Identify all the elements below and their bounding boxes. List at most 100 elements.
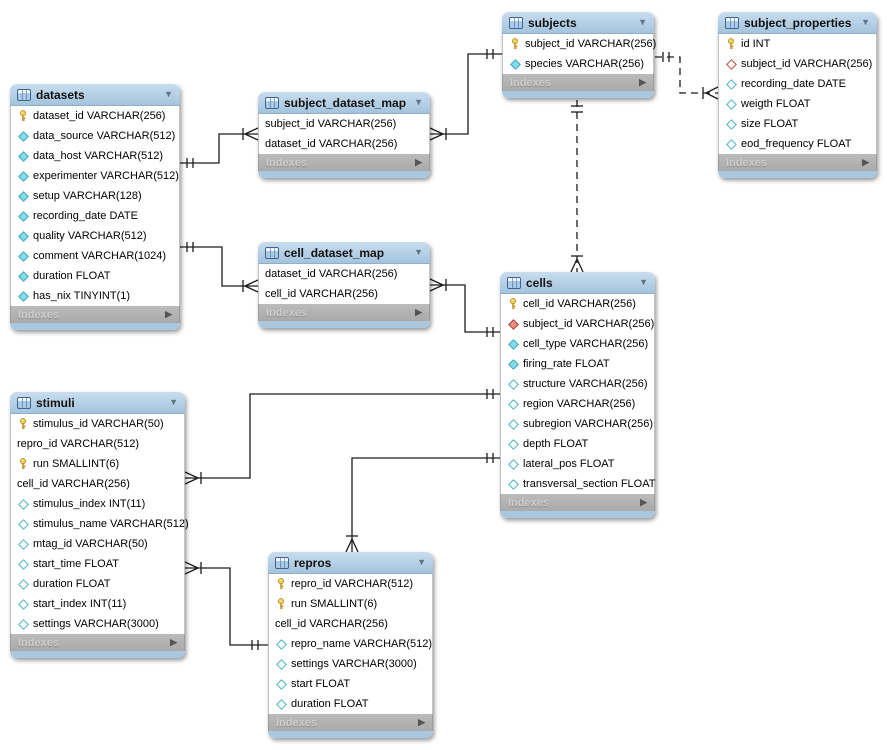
column-row[interactable]: start FLOAT	[269, 674, 432, 694]
column-row[interactable]: has_nix TINYINT(1)	[11, 286, 179, 306]
expand-arrow-icon[interactable]: ▶	[165, 309, 172, 319]
column-row[interactable]: duration FLOAT	[269, 694, 432, 714]
relationship-cell_dataset_map-cells[interactable]	[429, 278, 500, 337]
column-row[interactable]: subject_id VARCHAR(256)	[503, 34, 656, 54]
table-header[interactable]: stimuli▼	[10, 392, 185, 414]
table-header[interactable]: subjects▼	[502, 12, 654, 34]
column-row[interactable]: eod_frequency FLOAT	[719, 134, 876, 154]
relationship-subjects-cells[interactable]	[570, 100, 584, 273]
relationship-cells-repros[interactable]	[345, 453, 500, 553]
column-row[interactable]: subject_id VARCHAR(256)	[501, 314, 654, 334]
table-header[interactable]: repros▼	[268, 552, 433, 574]
table-stimuli[interactable]: stimuli▼stimulus_id VARCHAR(50)repro_id …	[10, 392, 189, 658]
table-subject_dataset_map[interactable]: subject_dataset_map▼subject_id VARCHAR(2…	[258, 92, 430, 178]
relationship-datasets-cell_dataset_map[interactable]	[180, 242, 259, 293]
indexes-footer[interactable]: Indexes▶	[258, 154, 430, 171]
relationship-cells-stimuli[interactable]	[184, 389, 500, 485]
column-row[interactable]: cell_type VARCHAR(256)	[501, 334, 654, 354]
column-row[interactable]: stimulus_name VARCHAR(512)	[11, 514, 189, 534]
indexes-footer[interactable]: Indexes▶	[502, 74, 654, 91]
relationship-subject_dataset_map-subjects[interactable]	[429, 49, 502, 141]
column-row[interactable]: duration FLOAT	[11, 266, 179, 286]
column-row[interactable]: depth FLOAT	[501, 434, 654, 454]
column-row[interactable]: setup VARCHAR(128)	[11, 186, 179, 206]
column-row[interactable]: size FLOAT	[719, 114, 876, 134]
table-header[interactable]: subject_properties▼	[718, 12, 877, 34]
table-cell_dataset_map[interactable]: cell_dataset_map▼dataset_id VARCHAR(256)…	[258, 242, 430, 328]
column-row[interactable]: weigth FLOAT	[719, 94, 876, 114]
expand-arrow-icon[interactable]: ▶	[640, 497, 647, 507]
indexes-footer[interactable]: Indexes▶	[268, 714, 433, 731]
chevron-down-icon[interactable]: ▼	[414, 247, 423, 257]
column-row[interactable]: stimulus_id VARCHAR(50)	[11, 414, 184, 434]
column-row[interactable]: run SMALLINT(6)	[11, 454, 184, 474]
column-row[interactable]: repro_id VARCHAR(512)	[269, 574, 432, 594]
chevron-down-icon[interactable]: ▼	[638, 17, 647, 27]
column-row[interactable]: subject_id VARCHAR(256)	[719, 54, 876, 74]
column-row[interactable]: recording_date DATE	[719, 74, 876, 94]
column-row[interactable]: cell_id VARCHAR(256)	[269, 614, 432, 634]
expand-arrow-icon[interactable]: ▶	[170, 637, 177, 647]
table-repros[interactable]: repros▼repro_id VARCHAR(512)run SMALLINT…	[268, 552, 433, 738]
column-row[interactable]: repro_id VARCHAR(512)	[11, 434, 184, 454]
column-label: stimulus_index INT(11)	[33, 498, 146, 510]
expand-arrow-icon[interactable]: ▶	[639, 77, 646, 87]
column-row[interactable]: settings VARCHAR(3000)	[269, 654, 432, 674]
chevron-down-icon[interactable]: ▼	[164, 89, 173, 99]
column-row[interactable]: settings VARCHAR(3000)	[11, 614, 184, 634]
column-row[interactable]: dataset_id VARCHAR(256)	[259, 134, 429, 154]
indexes-footer[interactable]: Indexes▶	[258, 304, 430, 321]
indexes-footer[interactable]: Indexes▶	[718, 154, 877, 171]
column-row[interactable]: cell_id VARCHAR(256)	[259, 284, 429, 304]
relationship-repros-stimuli[interactable]	[184, 561, 268, 650]
column-row[interactable]: duration FLOAT	[11, 574, 184, 594]
column-row[interactable]: run SMALLINT(6)	[269, 594, 432, 614]
expand-arrow-icon[interactable]: ▶	[415, 157, 422, 167]
column-row[interactable]: data_host VARCHAR(512)	[11, 146, 179, 166]
indexes-footer[interactable]: Indexes▶	[500, 494, 655, 511]
column-row[interactable]: cell_id VARCHAR(256)	[11, 474, 184, 494]
column-row[interactable]: lateral_pos FLOAT	[501, 454, 654, 474]
column-row[interactable]: experimenter VARCHAR(512)	[11, 166, 179, 186]
column-row[interactable]: subject_id VARCHAR(256)	[259, 114, 429, 134]
chevron-down-icon[interactable]: ▼	[861, 17, 870, 27]
column-row[interactable]: dataset_id VARCHAR(256)	[259, 264, 429, 284]
column-row[interactable]: id INT	[719, 34, 876, 54]
column-row[interactable]: dataset_id VARCHAR(256)	[11, 106, 179, 126]
table-subjects[interactable]: subjects▼subject_id VARCHAR(256)species …	[502, 12, 656, 98]
chevron-down-icon[interactable]: ▼	[417, 557, 426, 567]
relationship-datasets-subject_dataset_map[interactable]	[180, 127, 259, 168]
chevron-down-icon[interactable]: ▼	[414, 97, 423, 107]
column-row[interactable]: comment VARCHAR(1024)	[11, 246, 179, 266]
table-datasets[interactable]: datasets▼dataset_id VARCHAR(256)data_sou…	[10, 84, 180, 330]
chevron-down-icon[interactable]: ▼	[169, 397, 178, 407]
column-row[interactable]: cell_id VARCHAR(256)	[501, 294, 654, 314]
chevron-down-icon[interactable]: ▼	[639, 277, 648, 287]
table-header[interactable]: datasets▼	[10, 84, 180, 106]
column-row[interactable]: firing_rate FLOAT	[501, 354, 654, 374]
column-row[interactable]: data_source VARCHAR(512)	[11, 126, 179, 146]
column-row[interactable]: stimulus_index INT(11)	[11, 494, 184, 514]
relationship-subjects-subject_properties[interactable]	[655, 52, 719, 100]
column-row[interactable]: region VARCHAR(256)	[501, 394, 654, 414]
column-row[interactable]: structure VARCHAR(256)	[501, 374, 654, 394]
table-header[interactable]: subject_dataset_map▼	[258, 92, 430, 114]
column-row[interactable]: mtag_id VARCHAR(50)	[11, 534, 184, 554]
column-row[interactable]: species VARCHAR(256)	[503, 54, 653, 74]
column-row[interactable]: repro_name VARCHAR(512)	[269, 634, 432, 654]
column-row[interactable]: subregion VARCHAR(256)	[501, 414, 654, 434]
table-header[interactable]: cell_dataset_map▼	[258, 242, 430, 264]
column-row[interactable]: recording_date DATE	[11, 206, 179, 226]
column-row[interactable]: transversal_section FLOAT	[501, 474, 655, 494]
table-cells[interactable]: cells▼cell_id VARCHAR(256)subject_id VAR…	[500, 272, 655, 518]
indexes-footer[interactable]: Indexes▶	[10, 306, 180, 323]
expand-arrow-icon[interactable]: ▶	[418, 717, 425, 727]
column-row[interactable]: quality VARCHAR(512)	[11, 226, 179, 246]
column-row[interactable]: start_index INT(11)	[11, 594, 184, 614]
column-row[interactable]: start_time FLOAT	[11, 554, 184, 574]
indexes-footer[interactable]: Indexes▶	[10, 634, 185, 651]
expand-arrow-icon[interactable]: ▶	[862, 157, 869, 167]
expand-arrow-icon[interactable]: ▶	[415, 307, 422, 317]
table-header[interactable]: cells▼	[500, 272, 655, 294]
